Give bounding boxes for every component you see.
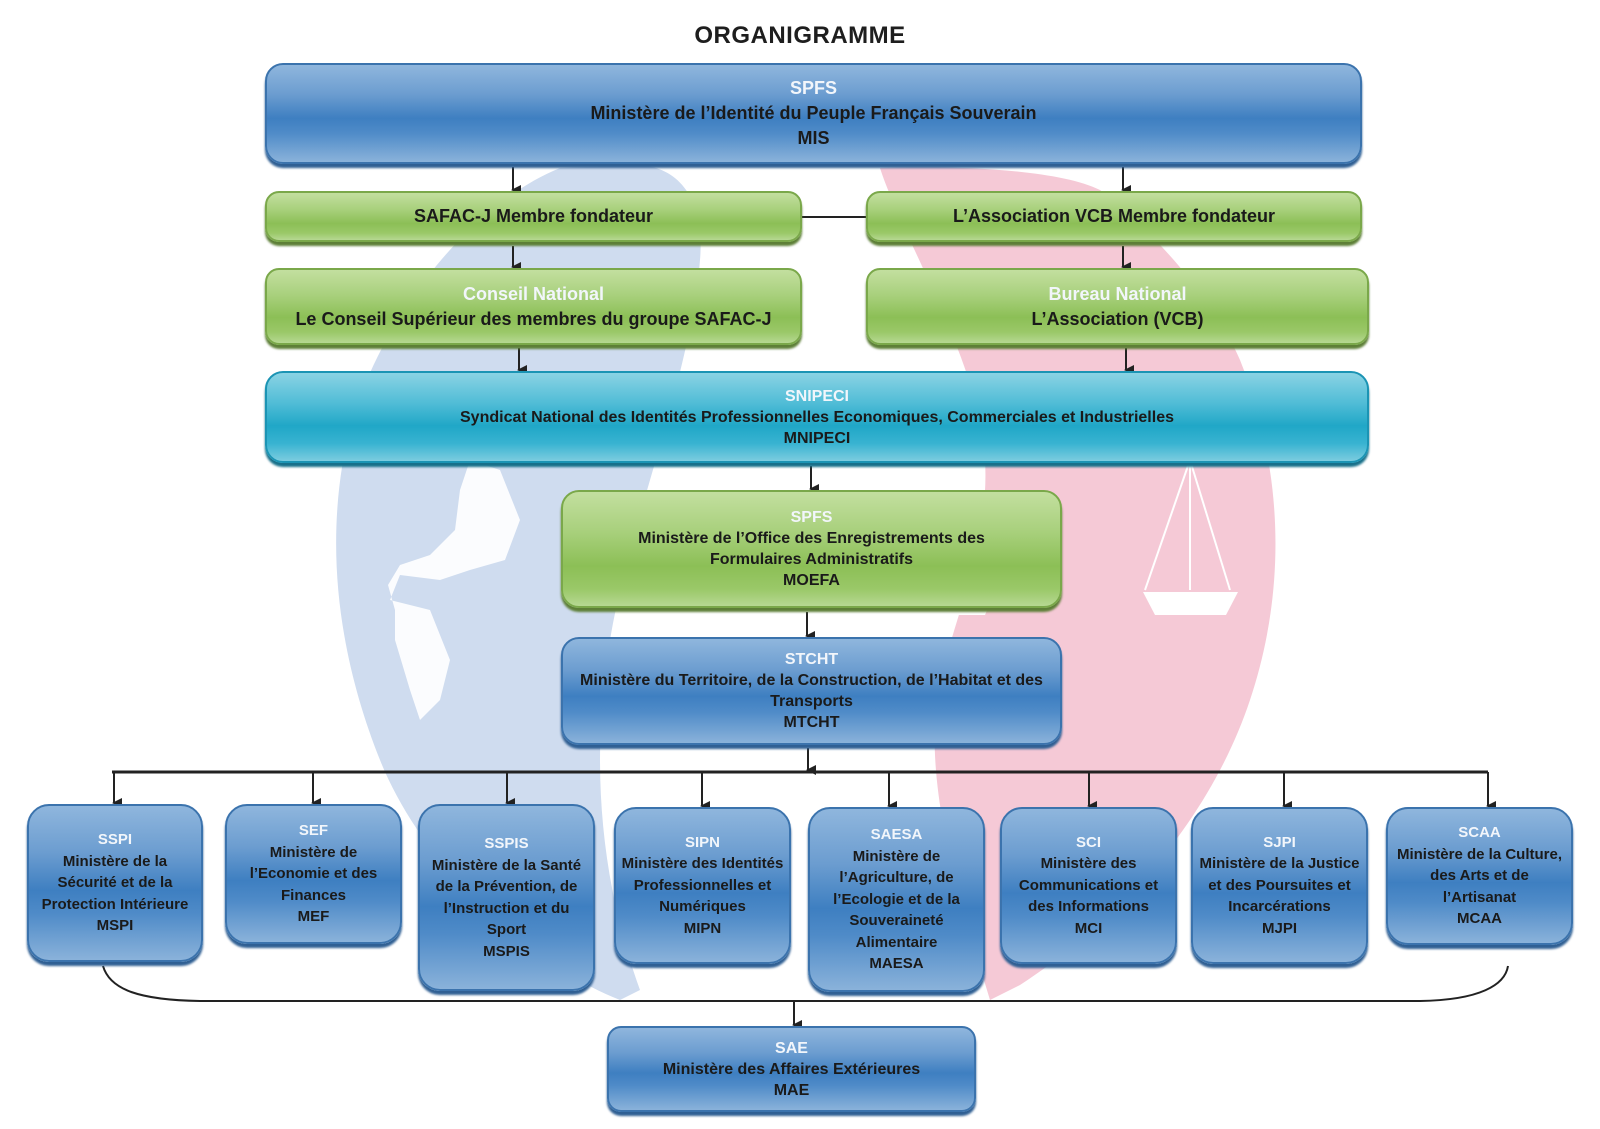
watermark-france-map-icon [388, 460, 520, 720]
node-code: MJPI [1261, 919, 1297, 937]
node-name: Ministère de l’Economie et des Finances [249, 843, 378, 904]
node-code: MAE [773, 1081, 810, 1099]
node-name: Ministère de la Sécurité et de la Protec… [41, 852, 189, 913]
node-name: Ministère de l’Identité du Peuple França… [590, 103, 1037, 123]
node-name: Le Conseil Supérieur des membres du grou… [295, 308, 772, 329]
node-safacj-founder: SAFAC-J Membre fondateur [265, 191, 802, 242]
node-name: L’Association (VCB) [1031, 308, 1204, 329]
node-ministry-mipn: SIPN Ministère des Identités Professionn… [614, 807, 791, 964]
node-moefa: SPFS Ministère de l’Office des Enregistr… [561, 490, 1062, 608]
node-ministry-mspis: SSPIS Ministère de la Santé de la Préven… [418, 804, 595, 991]
node-bureau-national: Bureau National L’Association (VCB) [866, 268, 1369, 345]
watermark-scale-pan [1143, 592, 1238, 615]
node-name: SAFAC-J Membre fondateur [413, 206, 654, 226]
connector-curve [102, 965, 1509, 1002]
node-name: Ministère du Territoire, de la Construct… [580, 672, 1043, 710]
node-name: L’Association VCB Membre fondateur [952, 206, 1276, 226]
node-ministry-mci: SCI Ministère des Communications et des … [1000, 807, 1177, 964]
node-acronym: SSPI [97, 831, 133, 849]
node-code: MSPIS [483, 942, 530, 960]
node-acronym: STCHT [784, 651, 839, 668]
node-acronym: SPFS [790, 509, 833, 526]
node-mis: SPFS Ministère de l’Identité du Peuple F… [265, 63, 1362, 164]
node-code: MEF [297, 908, 330, 926]
node-name: Ministère des Identités Professionnelles… [621, 855, 784, 916]
node-code: MAESA [869, 955, 924, 973]
node-code: MSPI [96, 917, 134, 935]
node-name: Ministère de la Santé de la Prévention, … [431, 856, 582, 939]
node-code: MIS [797, 128, 830, 148]
node-name: Ministère de l’Office des Enregistrement… [638, 530, 985, 568]
node-conseil-national: Conseil National Le Conseil Supérieur de… [265, 268, 802, 345]
node-ministry-mcaa: SCAA Ministère de la Culture, des Arts e… [1386, 807, 1573, 945]
node-acronym: SPFS [789, 78, 837, 98]
node-name: Ministère de la Justice et des Poursuite… [1199, 855, 1360, 916]
node-acronym: SEF [298, 822, 329, 840]
node-acronym: SNIPECI [784, 387, 849, 405]
node-code: MNIPECI [783, 429, 851, 447]
node-acronym: SAE [775, 1039, 808, 1057]
node-code: MCAA [1457, 910, 1502, 928]
node-snipeci: SNIPECI Syndicat National des Identités … [265, 371, 1369, 463]
node-acronym: SAESA [870, 826, 923, 844]
node-name: Ministère des Affaires Extérieures [662, 1060, 921, 1078]
node-vcb-founder: L’Association VCB Membre fondateur [866, 191, 1362, 242]
node-heading: Bureau National [1048, 283, 1187, 304]
node-code: MTCHT [783, 714, 840, 731]
node-name: Ministère de la Culture, des Arts et de … [1396, 845, 1563, 906]
node-code: MOEFA [783, 572, 840, 589]
node-ministry-mspi: SSPI Ministère de la Sécurité et de la P… [27, 804, 203, 962]
node-mtcht: STCHT Ministère du Territoire, de la Con… [561, 637, 1062, 745]
node-name: Ministère des Communications et des Info… [1018, 855, 1159, 916]
node-acronym: SIPN [684, 833, 720, 851]
node-ministry-maesa: SAESA Ministère de l’Agriculture, de l’E… [808, 807, 985, 992]
node-name: Syndicat National des Identités Professi… [460, 408, 1174, 426]
node-mae: SAE Ministère des Affaires Extérieures M… [607, 1026, 976, 1112]
node-code: MIPN [683, 919, 722, 937]
node-ministry-mjpi: SJPI Ministère de la Justice et des Pour… [1191, 807, 1368, 964]
node-ministry-mef: SEF Ministère de l’Economie et des Finan… [225, 804, 402, 944]
page-title: ORGANIGRAMME [694, 22, 906, 49]
node-heading: Conseil National [462, 283, 605, 304]
node-acronym: SJPI [1263, 833, 1296, 851]
node-name: Ministère de l’Agriculture, de l’Ecologi… [833, 847, 960, 951]
node-acronym: SSPIS [484, 835, 529, 852]
node-acronym: SCI [1075, 833, 1101, 851]
node-code: MCI [1074, 919, 1103, 937]
node-acronym: SCAA [1458, 824, 1501, 842]
